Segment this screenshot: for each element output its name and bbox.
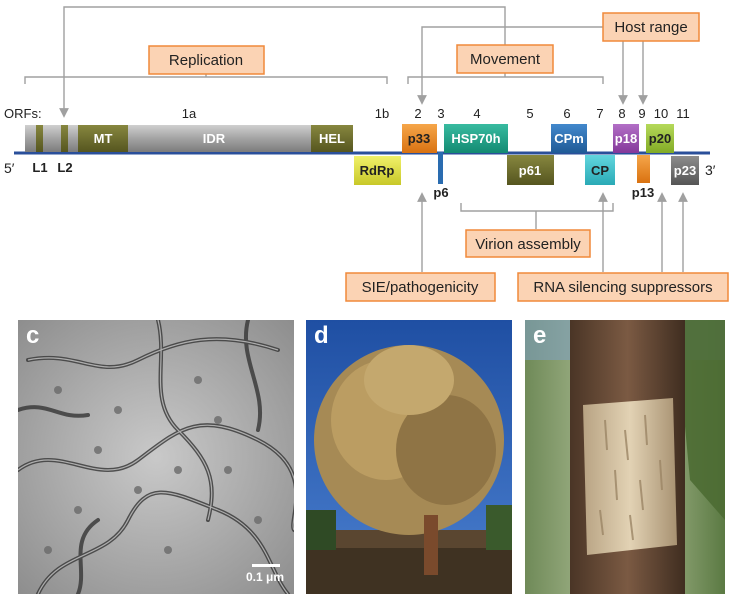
three-prime-end: 3′	[705, 162, 716, 178]
rdrp-box: RdRp	[354, 156, 401, 185]
micrograph-image	[18, 320, 294, 594]
hel-domain	[311, 125, 353, 152]
svg-text:p61: p61	[519, 163, 541, 178]
orf-3: 3	[437, 106, 444, 121]
svg-text:SIE/pathogenicity: SIE/pathogenicity	[362, 279, 479, 296]
hostrange-to-p33-arrow	[417, 26, 603, 105]
connector-lines	[24, 6, 688, 272]
orfs-label: ORFs:	[4, 106, 42, 121]
movement-bracket	[407, 76, 604, 84]
svg-text:p13: p13	[632, 185, 654, 200]
orf1a-polyprotein: MT IDR HEL L1 L2	[25, 125, 353, 175]
movement-to-orf1-arrow	[59, 6, 506, 118]
virion-assembly-label: Virion assembly	[465, 229, 591, 258]
micrograph-panel: c 0.1 μm	[18, 320, 294, 594]
panel-letter-c: c	[26, 322, 40, 349]
orf-6: 6	[563, 106, 570, 121]
svg-text:Virion assembly: Virion assembly	[475, 236, 581, 253]
five-prime-end: 5′	[4, 160, 15, 176]
svg-text:p6: p6	[433, 185, 448, 200]
replication-label: Replication	[148, 45, 265, 75]
svg-text:CPm: CPm	[554, 131, 584, 146]
svg-text:HSP70h: HSP70h	[451, 131, 500, 146]
orf-9: 9	[638, 106, 645, 121]
svg-text:p23: p23	[674, 163, 696, 178]
svg-text:Replication: Replication	[169, 52, 243, 69]
p23-box: p23	[671, 156, 699, 185]
orf-4: 4	[473, 106, 480, 121]
scale-bar	[252, 564, 280, 567]
p61-box: p61	[507, 155, 554, 185]
bark-photo-panel: e	[525, 320, 725, 594]
svg-text:Movement: Movement	[470, 51, 541, 68]
l2-domain	[61, 125, 68, 152]
svg-text:IDR: IDR	[203, 131, 226, 146]
hsp70h-box: HSP70h	[444, 124, 508, 153]
orf-11: 11	[676, 106, 690, 121]
tree-photo-image	[306, 320, 512, 594]
mt-domain	[78, 125, 128, 152]
p33-box: p33	[402, 124, 437, 153]
svg-text:p33: p33	[408, 131, 430, 146]
orf-5: 5	[526, 106, 533, 121]
p6-box: p6	[433, 152, 449, 200]
virion-assembly-bracket	[460, 203, 614, 212]
sie-pathogenicity-label: SIE/pathogenicity	[345, 272, 496, 302]
l1-domain	[36, 125, 43, 152]
scale-bar-label: 0.1 μm	[245, 570, 284, 584]
cpm-box: CPm	[551, 124, 587, 153]
panel-letter-e: e	[533, 322, 547, 349]
genome-diagram: Replication Movement Host range Virion a…	[4, 6, 729, 302]
orf-10: 10	[654, 106, 668, 121]
svg-text:p18: p18	[615, 131, 637, 146]
orf-1a: 1a	[182, 106, 197, 121]
l2-label: L2	[57, 160, 72, 175]
panel-letter-d: d	[314, 322, 329, 349]
movement-label: Movement	[456, 44, 554, 74]
p13-box: p13	[632, 155, 654, 200]
orf-7: 7	[596, 106, 603, 121]
svg-text:CP: CP	[591, 163, 609, 178]
replication-bracket	[24, 76, 388, 84]
orf-8: 8	[618, 106, 625, 121]
svg-text:Host range: Host range	[614, 19, 687, 36]
tree-photo-panel: d	[306, 320, 512, 594]
rna-silencing-label: RNA silencing suppressors	[517, 272, 729, 302]
svg-text:MT: MT	[94, 131, 113, 146]
svg-text:p20: p20	[649, 131, 671, 146]
bark-photo-image	[525, 320, 725, 594]
orf-2: 2	[414, 106, 421, 121]
l1-label: L1	[32, 160, 47, 175]
svg-text:HEL: HEL	[319, 131, 345, 146]
svg-text:RNA silencing suppressors: RNA silencing suppressors	[533, 279, 712, 296]
p18-box: p18	[613, 124, 639, 153]
orf-1b: 1b	[375, 106, 389, 121]
host-range-label: Host range	[602, 12, 700, 42]
cp-box: CP	[585, 155, 615, 185]
p20-box: p20	[646, 124, 674, 153]
svg-text:RdRp: RdRp	[360, 163, 395, 178]
